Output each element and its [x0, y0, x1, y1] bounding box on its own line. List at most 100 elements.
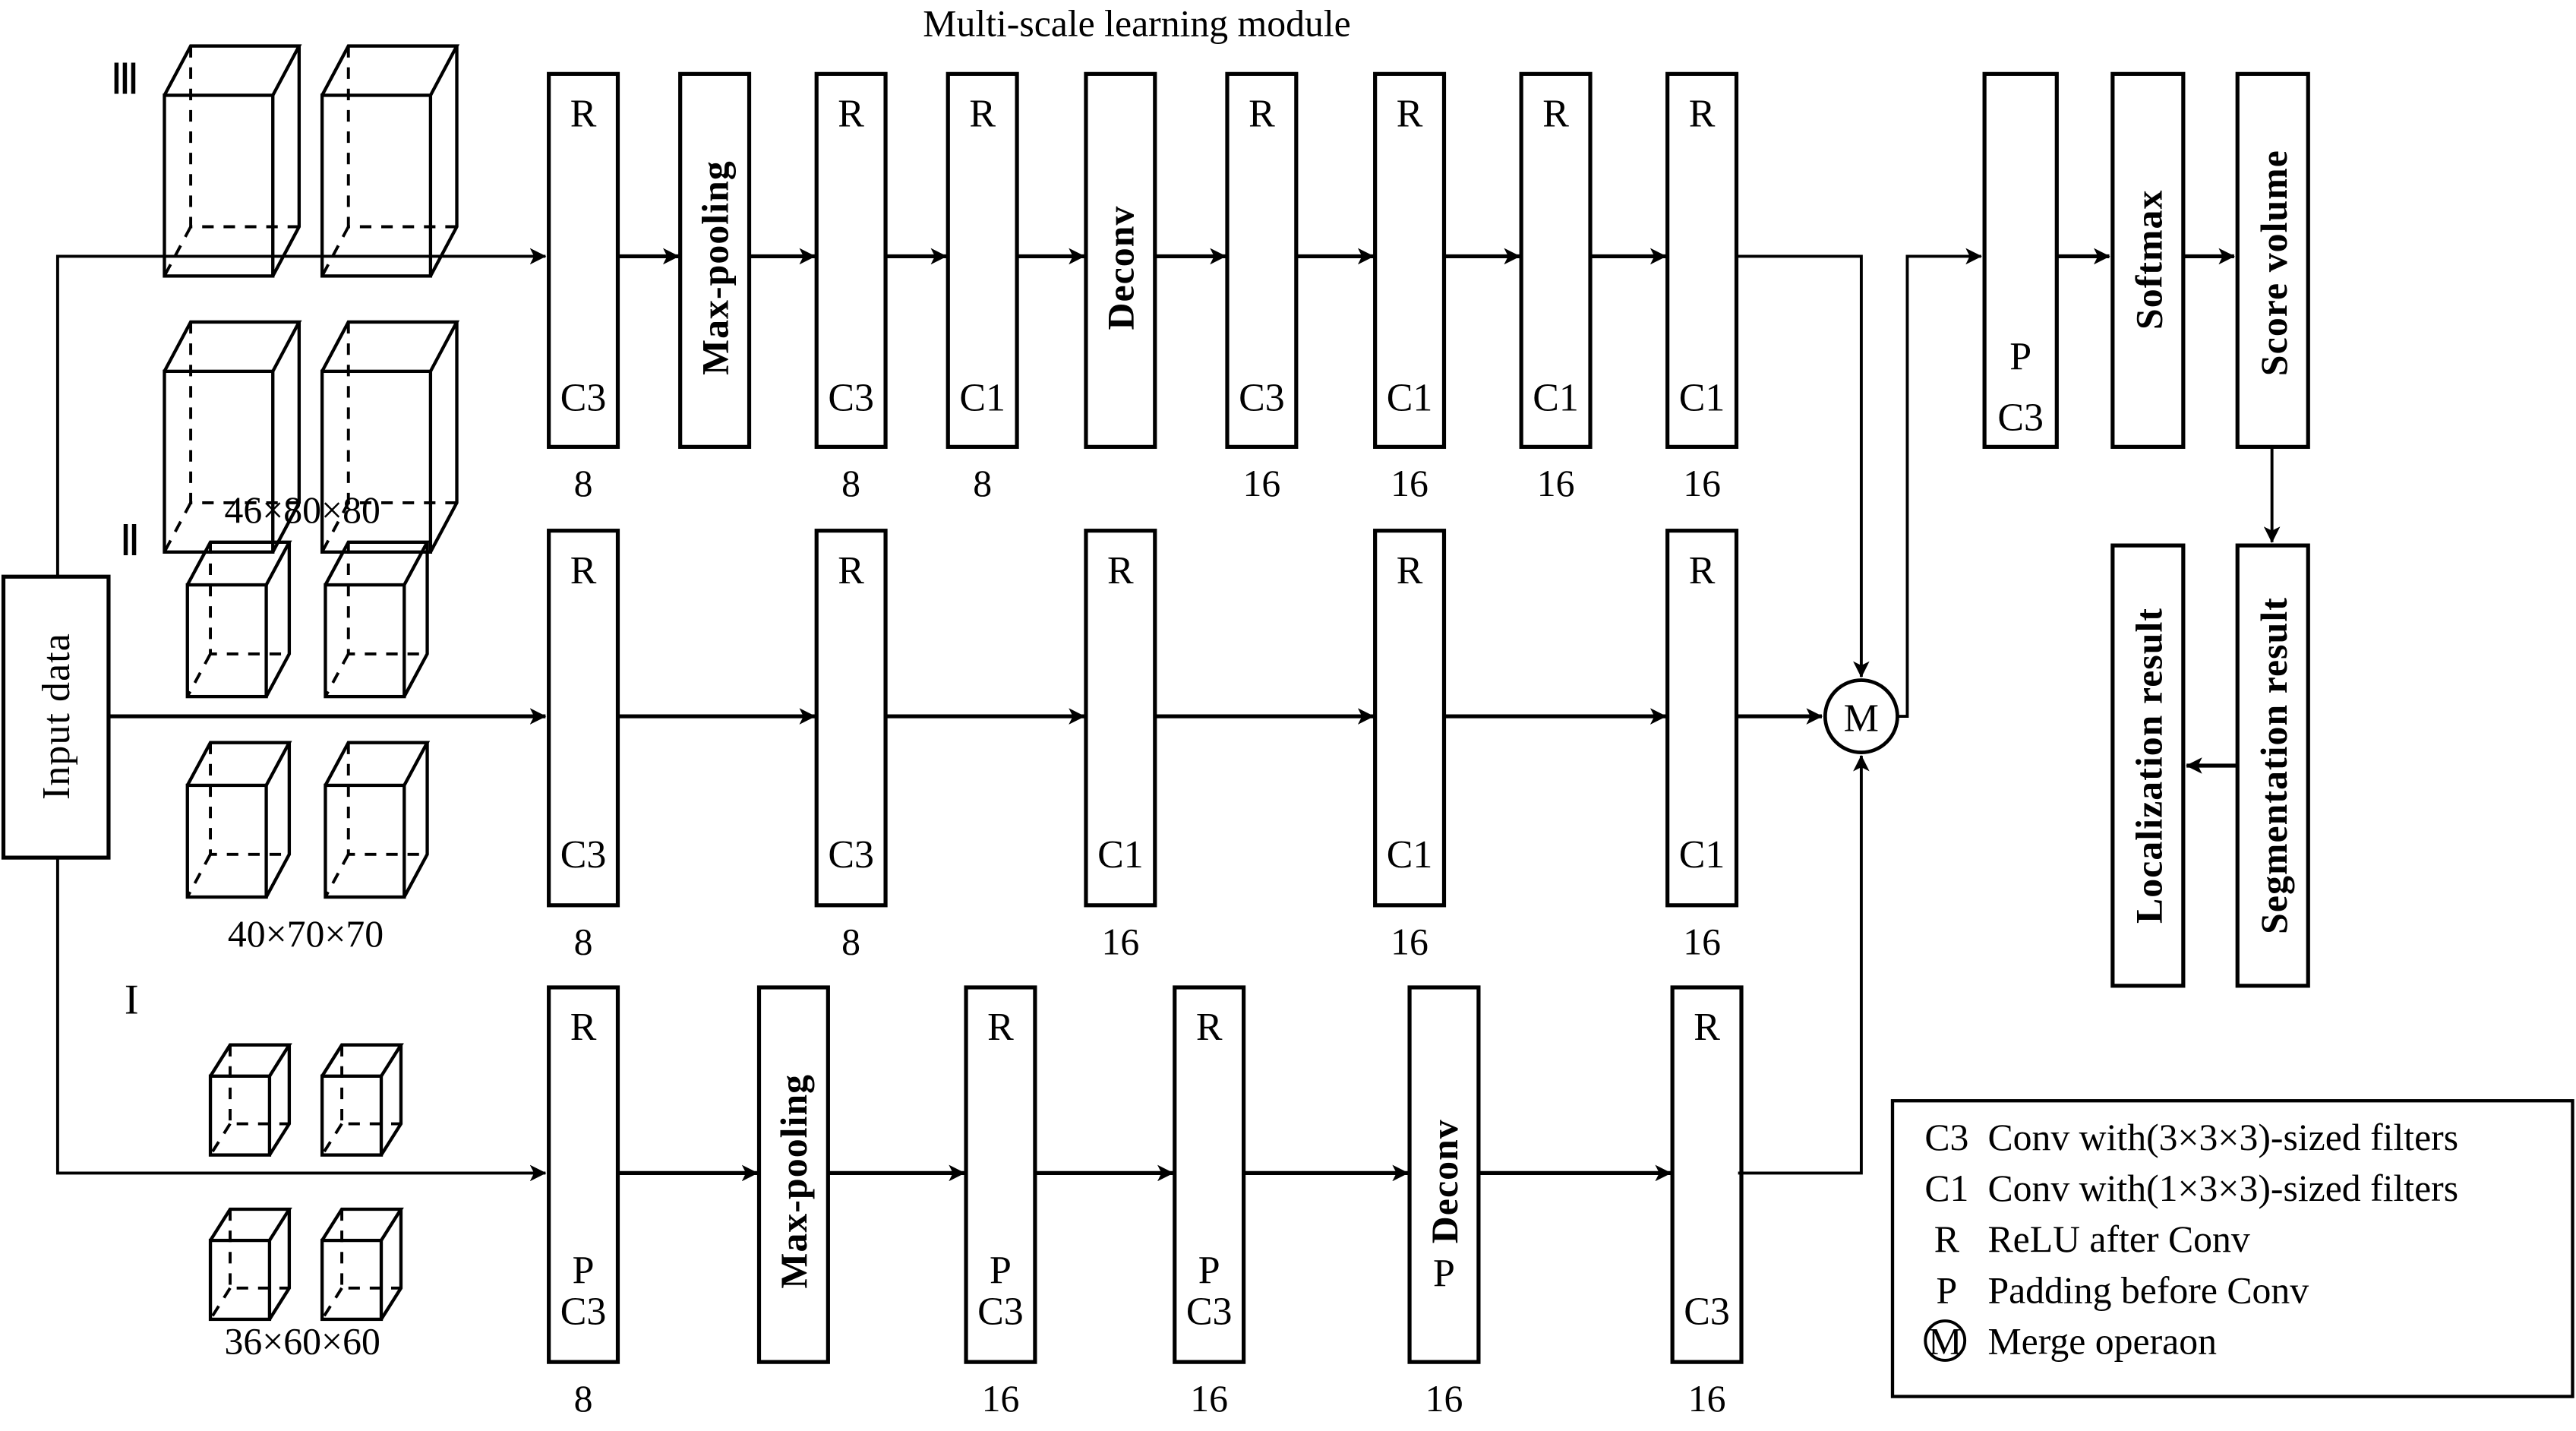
layer-I-4: R PC3 [1173, 985, 1246, 1364]
layer-III-7: RC1 [1373, 71, 1447, 449]
legend-key: M [1928, 1320, 1962, 1362]
dims-II: 40×70×70 [228, 913, 384, 955]
layer-activation-label: R [1694, 1006, 1720, 1049]
layer-activation-label: R [1249, 93, 1275, 136]
layer-channel-count: 16 [1683, 463, 1721, 504]
legend-item-p: P Padding before Conv [1937, 1269, 2309, 1311]
legend-key: C1 [1924, 1167, 1968, 1209]
output-conv-p: P [2009, 336, 2031, 379]
layer-channel-count: 8 [574, 1378, 593, 1420]
layer-padding-label: P [1198, 1249, 1220, 1292]
layer-channel-count: 16 [1391, 463, 1428, 504]
layer-channel-count: 16 [1537, 463, 1575, 504]
cube-III-4 [320, 320, 460, 554]
layer-III-9: RC1 [1665, 71, 1739, 449]
dims-III: 46×80×80 [225, 489, 380, 531]
layer-activation-label: R [570, 549, 597, 592]
merge-label: M [1844, 697, 1879, 741]
cube-III-1 [163, 44, 302, 278]
layer-III-8: RC1 [1519, 71, 1593, 449]
layer-conv-label: C3 [1239, 377, 1285, 420]
layer-III-5: Deconv [1084, 71, 1157, 449]
layer-channel-count: 8 [841, 463, 860, 504]
layer-op-label: Deconv [1424, 1119, 1466, 1243]
layer-conv-label: C3 [828, 377, 874, 420]
dims-I: 36×60×60 [225, 1320, 380, 1362]
layer-channel-count: 8 [574, 921, 593, 963]
layer-II-2: RC3 [814, 529, 888, 908]
branch-label-III: Ⅲ [110, 56, 140, 103]
legend-key: P [1937, 1269, 1958, 1311]
layer-III-3: RC3 [814, 71, 888, 449]
cube-I-4 [320, 1207, 404, 1322]
layer-activation-label: R [1689, 93, 1716, 136]
legend-text: Conv with(1×3×3)-sized filters [1987, 1167, 2458, 1209]
layer-III-1: R C3 [547, 71, 620, 449]
cube-III-3 [163, 320, 302, 554]
layer-activation-label: R [570, 1006, 597, 1049]
layer-activation-label: R [1689, 549, 1716, 592]
layer-channel-count: 8 [973, 463, 992, 504]
layer-channel-count: 16 [1102, 921, 1140, 963]
legend-text: Padding before Conv [1987, 1269, 2309, 1311]
layer-conv-label: C3 [560, 377, 607, 420]
localization-result-block: Localization result [2110, 543, 2186, 988]
layer-I-2: Max-pooling [756, 985, 830, 1364]
layer-padding-label: P [1433, 1253, 1455, 1296]
cube-I-1 [208, 1043, 292, 1157]
layer-conv-label: C1 [1387, 833, 1433, 877]
input-patch-cubes [163, 44, 460, 1322]
layer-activation-label: R [570, 93, 597, 136]
segmentation-result-block: Segmentation result [2235, 543, 2310, 988]
layer-conv-label: C3 [1186, 1290, 1233, 1333]
legend-key: C3 [1924, 1117, 1968, 1158]
layer-conv-label: C1 [1679, 833, 1725, 877]
softmax-block: Softmax [2110, 71, 2186, 449]
merge-node: M [1823, 678, 1899, 755]
cube-II-2 [324, 540, 431, 699]
layer-II-4: RC1 [1373, 529, 1447, 908]
layer-op-label: Max-pooling [773, 1074, 815, 1289]
layer-activation-label: R [1397, 93, 1423, 136]
merge-connectors [1738, 248, 1982, 1175]
layer-conv-label: C3 [560, 1290, 607, 1333]
layer-padding-label: P [573, 1249, 595, 1292]
layer-channel-count: 16 [1683, 921, 1721, 963]
layer-activation-label: R [1196, 1006, 1223, 1049]
input-connectors [55, 248, 547, 1182]
layer-I-6: RC3 [1670, 985, 1744, 1364]
layer-padding-label: P [990, 1249, 1012, 1292]
output-conv-c3: C3 [1997, 396, 2044, 440]
layer-II-3: RC1 [1084, 529, 1157, 908]
layer-activation-label: R [969, 93, 996, 136]
layer-III-4: RC1 [945, 71, 1019, 449]
cube-III-2 [320, 44, 460, 278]
score-volume-label: Score volume [2253, 150, 2295, 376]
branch-label-I: I [125, 977, 139, 1024]
localization-result-label: Localization result [2129, 608, 2170, 924]
layer-conv-label: C3 [560, 833, 607, 877]
legend-key: R [1934, 1218, 1960, 1260]
layer-activation-label: R [838, 549, 864, 592]
legend-item-r: R ReLU after Conv [1934, 1218, 2250, 1260]
legend-text: ReLU after Conv [1987, 1218, 2249, 1260]
layer-II-1: R C3 [547, 529, 620, 908]
layer-III-2: Max-pooling [678, 71, 752, 449]
layer-activation-label: R [1542, 93, 1569, 136]
layer-blocks: RC38Max-poolingRC38RC18DeconvRC316RC116R… [547, 71, 1744, 1420]
layer-III-6: R C3 [1225, 71, 1299, 449]
score-volume-block: Score volume [2235, 71, 2310, 449]
layer-I-1: R PC3 [547, 985, 620, 1364]
layer-channel-count: 16 [1190, 1378, 1228, 1420]
layer-II-5: R C1 [1665, 529, 1739, 908]
layer-channel-count: 8 [841, 921, 860, 963]
cube-II-1 [185, 540, 292, 699]
legend-item-c1: C1 Conv with(1×3×3)-sized filters [1924, 1167, 2458, 1209]
softmax-label: Softmax [2129, 190, 2170, 330]
layer-conv-label: C3 [977, 1290, 1024, 1333]
layer-channel-count: 16 [1425, 1378, 1463, 1420]
